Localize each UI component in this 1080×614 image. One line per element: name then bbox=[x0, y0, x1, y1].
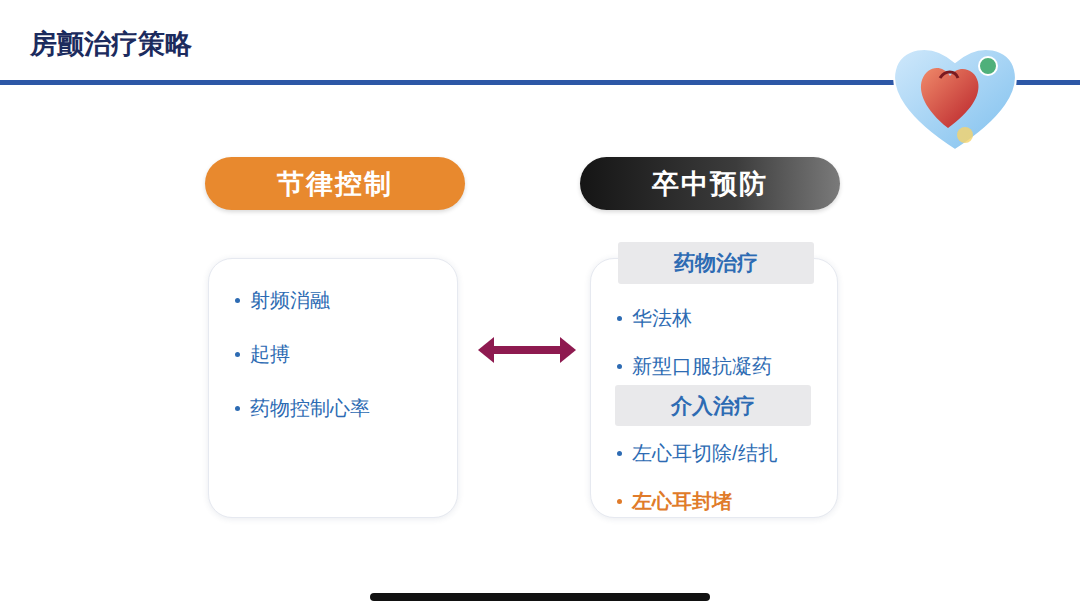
bullet-dot bbox=[617, 451, 622, 456]
list-panel: 射频消融起搏药物控制心率 bbox=[208, 258, 458, 518]
bullet-row: 左心耳切除/结扎 bbox=[617, 440, 778, 467]
bullet-dot bbox=[235, 298, 240, 303]
pill-label: 卒中预防 bbox=[652, 166, 768, 202]
bullet-row: 起搏 bbox=[235, 341, 290, 368]
bullet-dot bbox=[617, 316, 622, 321]
bullet-text: 左心耳切除/结扎 bbox=[632, 440, 778, 467]
bullet-text: 药物控制心率 bbox=[250, 395, 370, 422]
bullet-row: 射频消融 bbox=[235, 287, 330, 314]
page-title: 房颤治疗策略 bbox=[30, 26, 192, 62]
bullet-dot bbox=[235, 406, 240, 411]
bullet-row: 新型口服抗凝药 bbox=[617, 353, 772, 380]
list-panel: 华法林新型口服抗凝药左心耳切除/结扎左心耳封堵药物治疗介入治疗 bbox=[590, 258, 838, 518]
bullet-row: 左心耳封堵 bbox=[617, 488, 732, 515]
section-band: 药物治疗 bbox=[618, 242, 814, 284]
bullet-text: 起搏 bbox=[250, 341, 290, 368]
pill-label: 节律控制 bbox=[277, 166, 393, 202]
bullet-dot bbox=[235, 352, 240, 357]
bullet-dot bbox=[617, 499, 622, 504]
category-pill: 卒中预防 bbox=[580, 157, 840, 210]
bullet-text: 新型口服抗凝药 bbox=[632, 353, 772, 380]
bullet-dot bbox=[617, 364, 622, 369]
category-pill: 节律控制 bbox=[205, 157, 465, 210]
bullet-text: 左心耳封堵 bbox=[632, 488, 732, 515]
bullet-text: 华法林 bbox=[632, 305, 692, 332]
home-indicator bbox=[370, 593, 710, 601]
band-label: 药物治疗 bbox=[674, 249, 758, 277]
bullet-row: 华法林 bbox=[617, 305, 692, 332]
bullet-row: 药物控制心率 bbox=[235, 395, 370, 422]
band-label: 介入治疗 bbox=[671, 392, 755, 420]
double-arrow bbox=[478, 337, 576, 363]
heart-icon bbox=[894, 49, 1016, 150]
bullet-text: 射频消融 bbox=[250, 287, 330, 314]
section-band: 介入治疗 bbox=[615, 385, 811, 426]
